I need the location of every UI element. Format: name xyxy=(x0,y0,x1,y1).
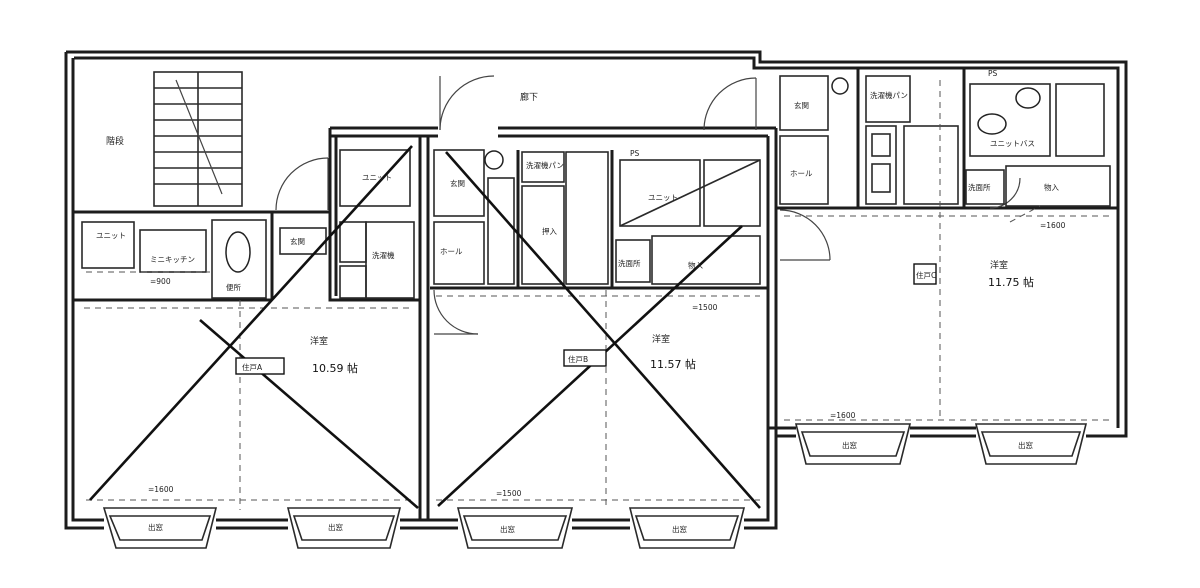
unit-bath-a-label: ユニット xyxy=(96,231,126,240)
bay-window-a-left-label: 出窓 xyxy=(148,522,163,532)
bay-window-a-right-label: 出窓 xyxy=(328,522,343,532)
hall-b-label: ホール xyxy=(440,247,463,256)
unit-c-area: 11.75 帖 xyxy=(988,276,1034,289)
ps-b-label: PS xyxy=(630,149,640,158)
unit-a-width-mark: =1600 xyxy=(148,485,174,494)
bath-c-label: ユニットバス xyxy=(990,139,1035,148)
dashed-guides xyxy=(84,80,1110,510)
genkan-a-label: 玄関 xyxy=(290,236,305,246)
storage-b-label: 押入 xyxy=(542,226,557,236)
unit-b-room: 洋室 xyxy=(652,333,670,345)
fixtures xyxy=(81,75,1111,299)
width-900-label: =900 xyxy=(150,277,171,286)
bay-window-c-left-label: 出窓 xyxy=(842,440,857,450)
unit-b-tag-box xyxy=(563,349,607,367)
unit-c-tag-box xyxy=(913,263,937,285)
ps-c-label: PS xyxy=(988,69,998,78)
genkan-c-label: 玄関 xyxy=(794,100,809,110)
unit-c-room: 洋室 xyxy=(990,259,1008,271)
unit-bath-b-small-label: ユニット xyxy=(362,173,392,182)
unit-b-width-mark: =1500 xyxy=(496,489,522,498)
unit-b-area: 11.57 帖 xyxy=(650,358,696,371)
bay-windows xyxy=(102,423,1088,549)
laundry-c-label: 洗濯機パン xyxy=(870,90,908,100)
unit-c-tag: 住戸C xyxy=(916,270,936,280)
toilet-a-label: 便所 xyxy=(226,282,241,292)
laundry-a-label: 洗濯機 xyxy=(372,250,395,260)
stair-treads xyxy=(153,71,243,207)
interior-walls xyxy=(74,68,1118,520)
laundry-b-label: 洗濯機パン xyxy=(526,160,564,170)
closet-c-label: 物入 xyxy=(1044,182,1060,192)
genkan-b-label: 玄関 xyxy=(450,178,465,188)
unit-c-closet-mark: =1600 xyxy=(1040,221,1066,230)
bay-window-b-right-label: 出窓 xyxy=(672,524,687,534)
unit-a-area: 10.59 帖 xyxy=(312,362,358,375)
unit-a-room: 洋室 xyxy=(310,335,328,347)
bay-window-c-right-label: 出窓 xyxy=(1018,440,1034,450)
bay-window-b-left-label: 出窓 xyxy=(500,524,515,534)
unit-b-tag: 住戸B xyxy=(568,354,588,364)
unit-a-tag-box xyxy=(235,357,285,375)
unit-b-side-mark: =1500 xyxy=(692,303,718,312)
outer-walls xyxy=(64,50,1128,530)
unit-bath-b-label: ユニット xyxy=(648,193,678,202)
door-swings xyxy=(275,75,1021,335)
washroom-b-label: 洗面所 xyxy=(618,258,641,268)
hall-c-label: ホール xyxy=(790,169,813,178)
kitchenette-a-label: ミニキッチン xyxy=(150,255,195,264)
closet-b-label: 物入 xyxy=(688,260,703,270)
washroom-c-label: 洗面所 xyxy=(968,182,991,192)
corridor-label: 廊下 xyxy=(520,91,538,103)
unit-c-width-mark: =1600 xyxy=(830,411,856,420)
unit-a-tag: 住戸A xyxy=(242,362,263,372)
stair-label: 階段 xyxy=(106,135,124,147)
